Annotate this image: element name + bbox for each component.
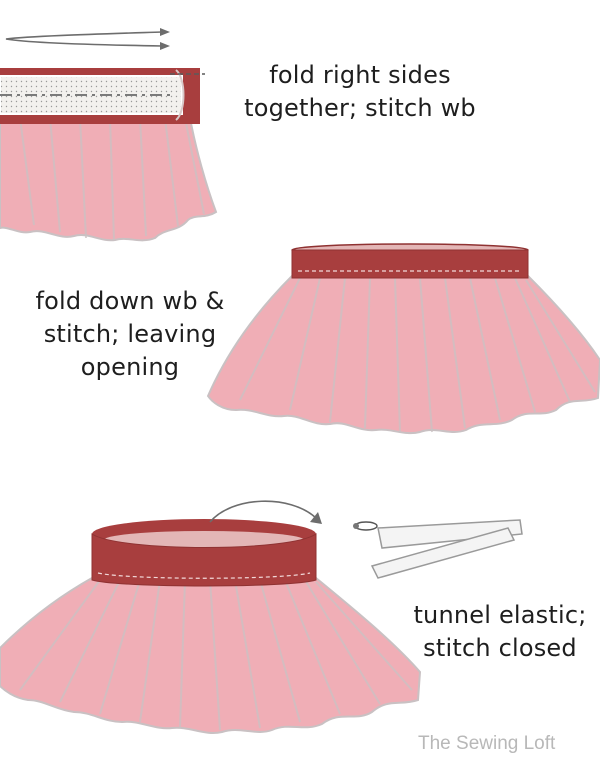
safety-pin-icon bbox=[353, 521, 378, 531]
step1-waistband bbox=[0, 68, 205, 124]
step3-waistband bbox=[91, 519, 317, 587]
step1-tulle-fringe bbox=[0, 117, 218, 242]
step2-caption: fold down wb & stitch; leaving opening bbox=[20, 285, 240, 384]
step2-caption-line1: fold down wb & bbox=[35, 287, 225, 315]
step2-tulle-fringe bbox=[206, 275, 600, 435]
step2-illustration bbox=[206, 243, 600, 435]
step1-fold-arrows bbox=[5, 28, 170, 50]
step1-caption-line1: fold right sides bbox=[269, 61, 451, 89]
step3-illustration bbox=[0, 500, 523, 734]
elastic-with-safety-pin bbox=[353, 519, 523, 579]
credit-watermark: The Sewing Loft bbox=[418, 733, 556, 754]
step2-waistband bbox=[291, 243, 529, 279]
step1-caption: fold right sides together; stitch wb bbox=[240, 59, 480, 125]
step3-tunnel-arrow bbox=[209, 500, 322, 524]
step1-caption-line2: together; stitch wb bbox=[244, 94, 476, 122]
step3-caption: tunnel elastic; stitch closed bbox=[400, 599, 600, 665]
step2-caption-line2: stitch; leaving bbox=[43, 320, 217, 348]
step3-caption-line2: stitch closed bbox=[423, 634, 577, 662]
step2-caption-line3: opening bbox=[80, 353, 180, 381]
step1-illustration bbox=[0, 28, 218, 242]
step3-caption-line1: tunnel elastic; bbox=[413, 601, 587, 629]
step3-tulle-fringe bbox=[0, 577, 422, 734]
